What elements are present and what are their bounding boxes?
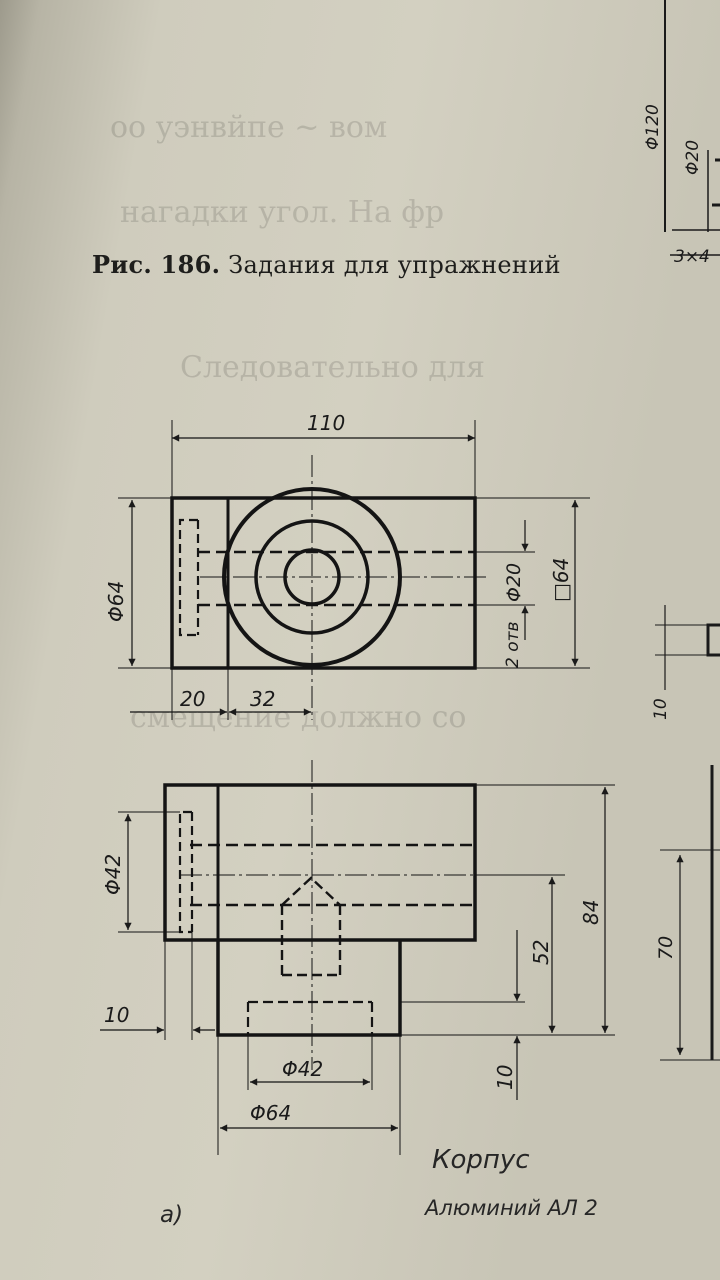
dim-70: 70 (655, 936, 677, 960)
dim-phi64-bottom: Φ64 (250, 1101, 291, 1125)
dim-3x4: 3×4 (674, 247, 710, 267)
dim-phi42-left: Φ42 (101, 854, 125, 895)
dim-height-84: 84 (579, 900, 603, 925)
dim-phi120: Φ120 (643, 104, 663, 150)
dim-offset-32: 32 (250, 687, 275, 711)
bleed-through-text: нагадки угол. На фр (120, 195, 445, 230)
figure-title: Задания для упражнений (228, 251, 561, 279)
part-material: Алюминий АЛ 2 (425, 1196, 598, 1220)
dim-holes-count: 2 отв (503, 621, 523, 668)
dim-phi42-bottom: Φ42 (282, 1057, 323, 1081)
top-view (118, 420, 590, 720)
dim-diameter-64: Φ64 (104, 581, 128, 622)
bleed-through-text: смещение должно со (130, 700, 467, 735)
dim-holes-20: Φ20 (503, 563, 525, 602)
dim-offset-20: 20 (180, 687, 205, 711)
front-view-boss (216, 940, 402, 1037)
figure-caption: Рис. 186. Задания для упражнений (92, 250, 561, 279)
dim-10-right: 10 (651, 698, 671, 720)
dim-height-52: 52 (529, 940, 553, 965)
dim-phi20-right: Φ20 (683, 140, 703, 175)
sub-figure-label: а) (160, 1202, 184, 1228)
dim-width-110: 110 (307, 411, 345, 435)
front-view-body (163, 783, 477, 942)
front-view (100, 760, 615, 1155)
dim-left-10: 10 (104, 1003, 129, 1027)
bleed-through-text: оо уэнвйпе ~ вом (110, 110, 388, 145)
top-view-outline (170, 496, 477, 670)
figure-number: Рис. 186. (92, 250, 221, 279)
dim-boss-10: 10 (493, 1065, 517, 1090)
part-name: Корпус (432, 1145, 530, 1175)
right-figure-fragment (655, 0, 720, 1061)
bleed-through-text: Следовательно для (180, 350, 485, 385)
dim-square-64: □64 (549, 558, 573, 602)
